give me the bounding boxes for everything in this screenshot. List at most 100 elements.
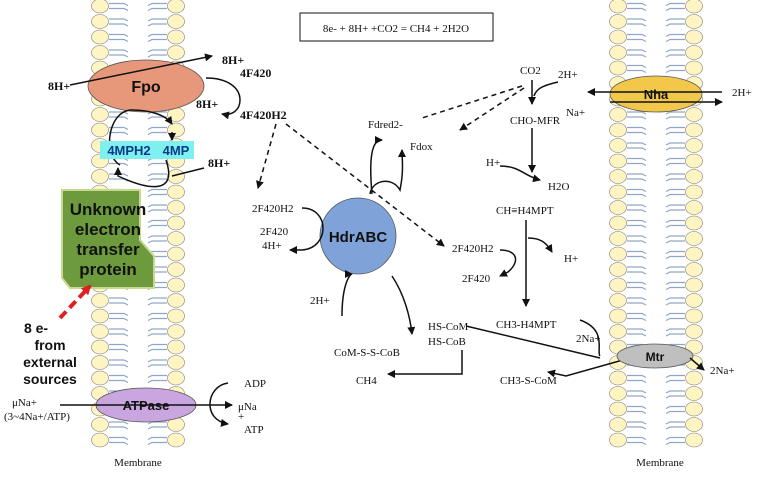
right-membrane-lipid-tail <box>627 116 647 120</box>
right-membrane-lipid-tail <box>665 64 685 69</box>
arrow-h-plus-2 <box>527 237 553 253</box>
right-membrane-lipid-head <box>609 215 627 231</box>
mtr-label: Mtr <box>646 350 665 364</box>
nha-enzyme <box>609 75 703 113</box>
right-membrane-lipid-head <box>609 45 627 60</box>
right-membrane-lipid-tail <box>627 240 647 244</box>
right-membrane-lipid-tail <box>627 7 647 12</box>
label-8e: 8 e- <box>24 320 48 336</box>
hdr-lower-up <box>341 270 353 317</box>
right-membrane-lipid-tail <box>627 188 647 193</box>
right-membrane-lipid-head <box>685 324 703 339</box>
right-membrane-lipid-tail <box>627 209 647 213</box>
left-membrane-lipid-head <box>91 169 109 184</box>
label-8h-mid: 8H+ <box>196 97 218 111</box>
left-membrane-lipid-tail <box>147 204 167 208</box>
right-membrane-lipid-tail <box>665 286 685 291</box>
left-membrane-lipid-tail <box>109 379 129 384</box>
right-membrane-lipid-tail <box>627 436 647 441</box>
left-membrane-lipid-head <box>91 45 109 60</box>
right-membrane-lipid-tail <box>665 173 685 177</box>
label-2h-hdr: 2H+ <box>310 295 330 307</box>
right-membrane-lipid-tail <box>627 281 647 286</box>
right-membrane-lipid-tail <box>627 250 647 255</box>
right-membrane-lipid-head <box>685 14 703 29</box>
label-ch3-h4mpt: CH3-H4MPT <box>496 319 557 331</box>
right-membrane-lipid-tail <box>665 54 685 58</box>
right-membrane-lipid-head <box>609 200 627 215</box>
right-membrane-lipid-tail <box>665 410 685 415</box>
left-membrane-lipid-head <box>91 0 109 14</box>
label-co2: CO2 <box>520 65 541 77</box>
right-membrane-lipid-tail <box>665 426 685 430</box>
right-membrane-lipid-tail <box>665 69 685 74</box>
left-membrane-lipid-tail <box>147 359 167 363</box>
equation-text: 8e- + 8H+ +CO2 = CH4 + 2H2O <box>323 23 469 35</box>
right-membrane-lipid-head <box>609 386 627 401</box>
right-membrane-lipid-head <box>609 370 627 386</box>
left-membrane-lipid-tail <box>147 2 167 7</box>
left-membrane-lipid-tail <box>109 343 129 348</box>
hdr-left-curve <box>289 207 324 254</box>
mph2-loop-bottom <box>114 159 170 188</box>
left-membrane-lipid-tail <box>109 359 129 363</box>
protein-line-2: electron <box>75 220 141 239</box>
left-membrane-lipid-tail <box>147 436 167 441</box>
ch4-arrow <box>387 350 463 378</box>
right-membrane-lipid-tail <box>627 49 647 53</box>
left-membrane-lipid-head <box>167 308 185 324</box>
label-2h-nha: 2H+ <box>732 87 752 99</box>
left-membrane-lipid-tail <box>109 126 129 131</box>
right-membrane-lipid-tail <box>665 405 685 410</box>
left-membrane-lipid-head <box>167 200 185 215</box>
right-membrane-lipid-tail <box>665 178 685 182</box>
left-membrane-lipid-tail <box>147 333 167 337</box>
right-membrane-lipid-head <box>685 293 703 308</box>
right-membrane-lipid-tail <box>627 255 647 260</box>
right-membrane-lipid-head <box>609 184 627 200</box>
right-membrane-lipid-tail <box>627 64 647 69</box>
left-membrane-lipid-head <box>91 355 109 370</box>
label-plus: + <box>238 411 244 423</box>
right-membrane-lipid-head <box>685 122 703 138</box>
right-membrane-lipid-tail <box>627 23 647 27</box>
right-membrane-lipid-tail <box>627 204 647 208</box>
left-membrane-lipid-tail <box>147 302 167 306</box>
mph2-box <box>100 141 158 159</box>
right-membrane-lipid-tail <box>627 441 647 446</box>
hdrabc-enzyme <box>319 197 397 275</box>
label-ch3-s-com: CH3-S-CoM <box>500 375 557 387</box>
right-membrane-lipid-tail <box>627 405 647 410</box>
left-membrane-lipid-tail <box>109 38 129 43</box>
right-membrane-lipid-head <box>685 138 703 153</box>
right-membrane-lipid-tail <box>627 126 647 131</box>
protein-line-4: protein <box>79 260 137 279</box>
right-membrane-lipid-tail <box>627 426 647 430</box>
left-membrane-lipid-head <box>91 370 109 386</box>
label-8h-lower: 8H+ <box>208 156 230 170</box>
left-membrane-lipid-tail <box>147 343 167 348</box>
right-membrane-lipid-tail <box>665 312 685 317</box>
left-membrane-lipid-head <box>91 339 109 355</box>
right-membrane-lipid-tail <box>665 224 685 229</box>
right-membrane-lipid-head <box>609 231 627 246</box>
left-membrane-lipid-head <box>91 29 109 45</box>
left-membrane-lipid-tail <box>109 421 129 425</box>
right-membrane-lipid-tail <box>665 395 685 399</box>
right-membrane-lipid-head <box>609 138 627 153</box>
right-membrane-lipid-head <box>685 107 703 122</box>
right-membrane-lipid-head <box>685 200 703 215</box>
right-membrane-lipid-head <box>685 370 703 386</box>
right-membrane-lipid-tail <box>665 302 685 306</box>
left-membrane-lipid-head <box>167 215 185 231</box>
dashed-arrow-to-mid <box>285 123 445 247</box>
right-membrane-lipid-tail <box>627 18 647 22</box>
left-membrane-lipid-tail <box>109 23 129 27</box>
label-h-plus-1: H+ <box>486 157 500 169</box>
right-membrane-lipid-tail <box>627 271 647 275</box>
right-membrane-lipid-head <box>685 277 703 293</box>
right-membrane-lipid-tail <box>665 219 685 224</box>
label-ratio: (3~4Na+/ATP) <box>4 411 70 423</box>
left-membrane-lipid-tail <box>147 193 167 198</box>
